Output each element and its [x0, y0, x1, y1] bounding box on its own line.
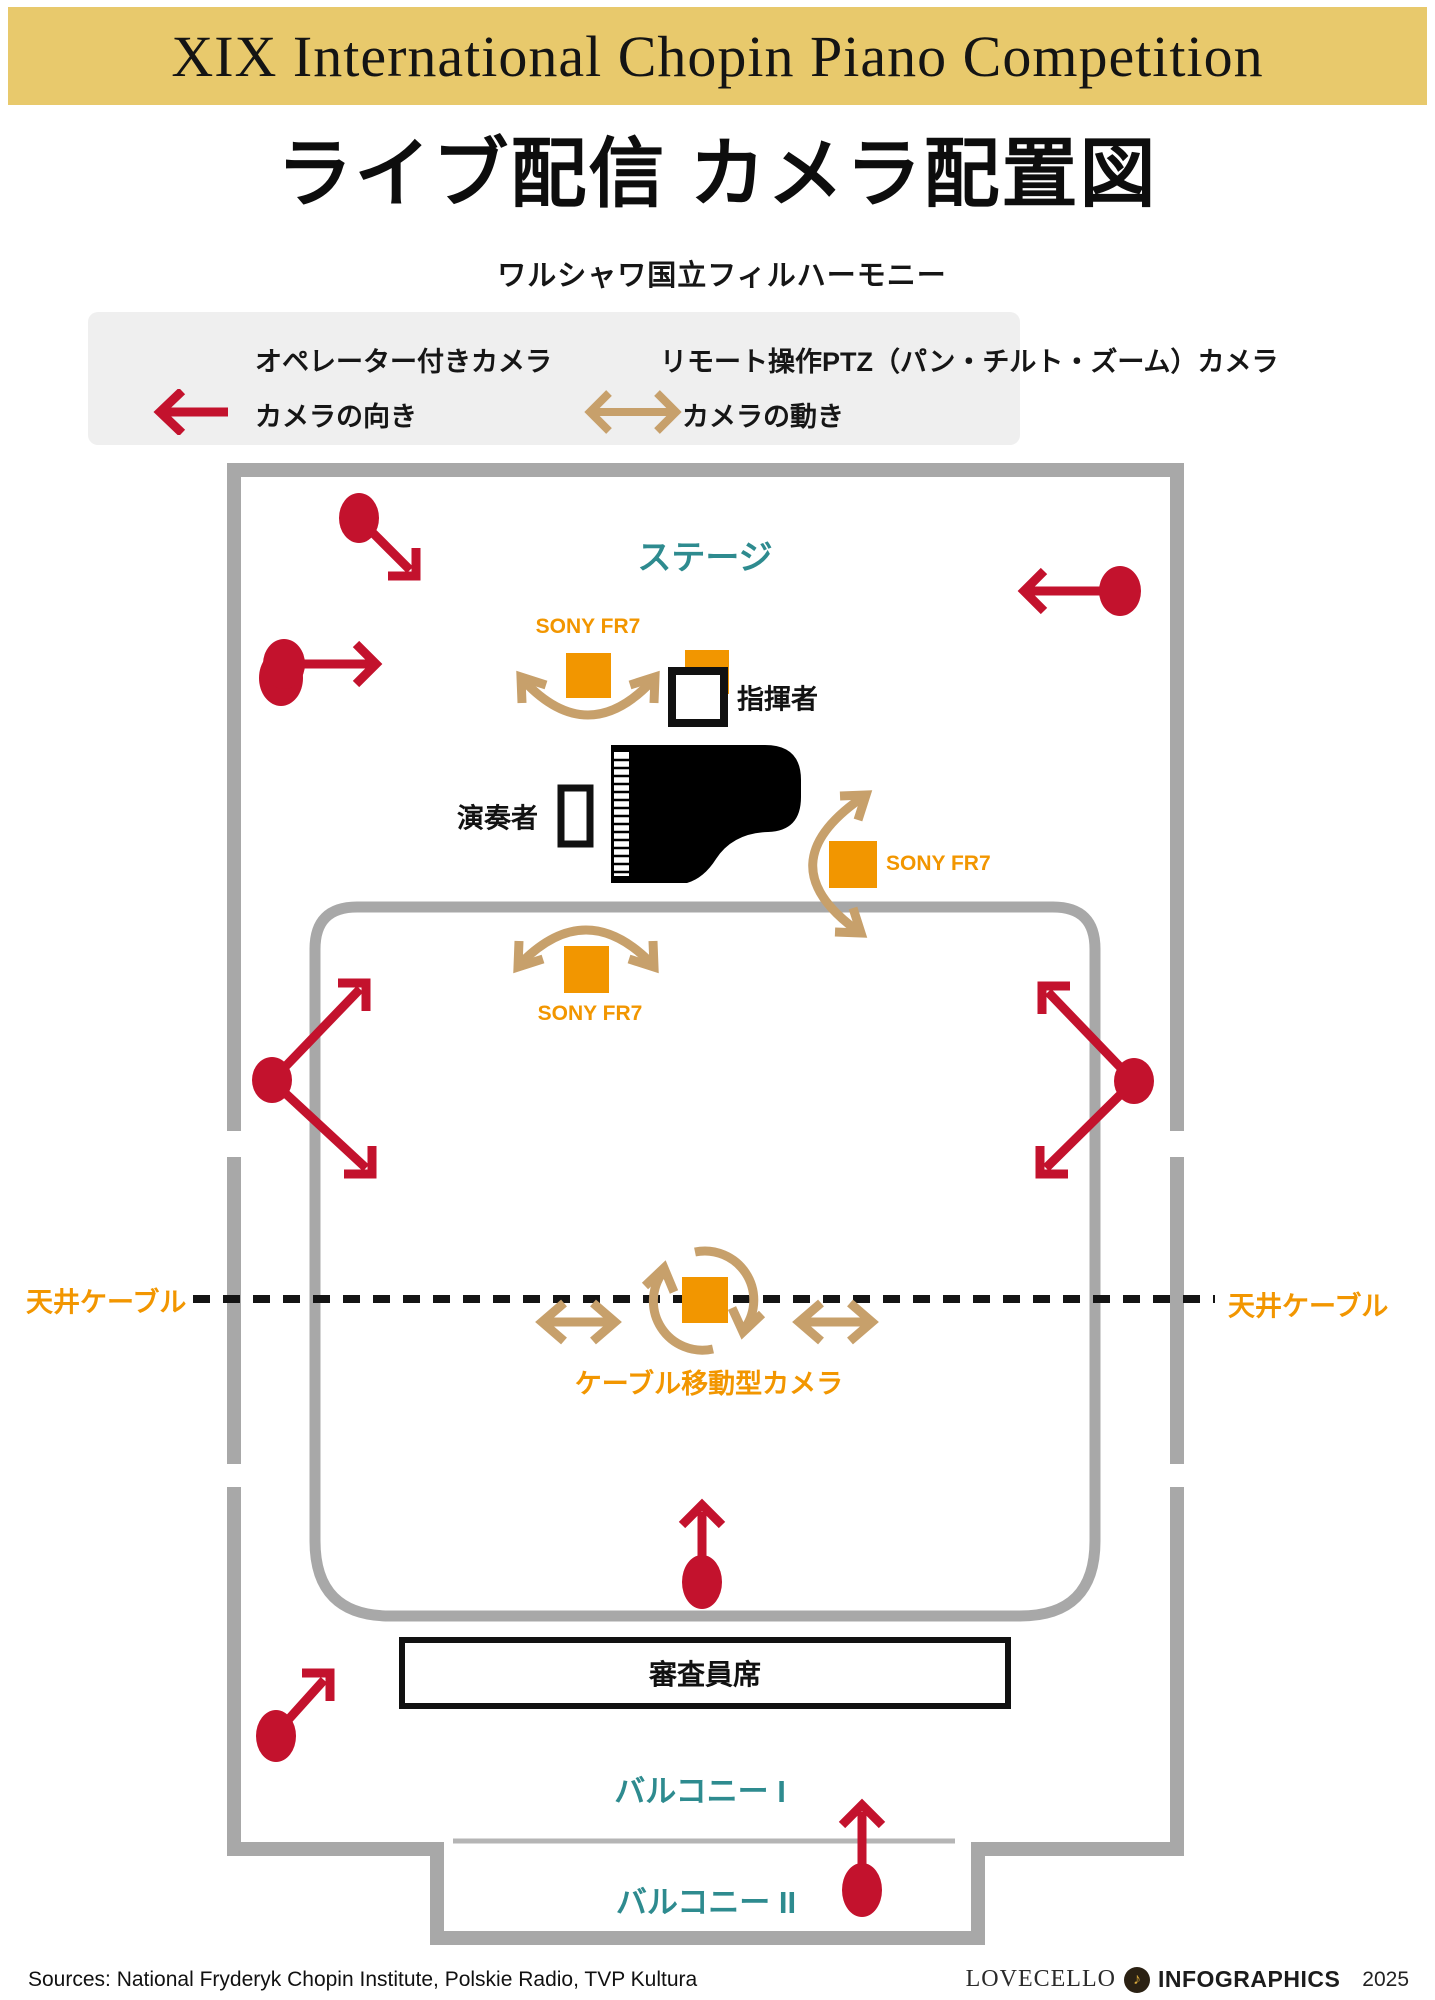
rotate-arc-cable-cam-2 — [648, 1269, 714, 1355]
banner: XIX International Chopin Piano Competiti… — [8, 7, 1427, 105]
brand-suffix: INFOGRAPHICS — [1157, 1966, 1341, 1992]
legend-ptz-camera-label: リモート操作PTZ（パン・チルト・ズーム）カメラ — [660, 347, 1279, 377]
operator-camera-mid-right — [1114, 1058, 1154, 1104]
inner-wall — [309, 901, 1101, 1622]
piano-icon — [611, 745, 801, 883]
ceiling-cable-label-right: 天井ケーブル — [1228, 1291, 1389, 1322]
pan-arc-top-ptz — [520, 677, 656, 720]
operator-cameras — [252, 493, 1154, 1917]
legend-camera-movement-label: カメラの動き — [682, 402, 844, 432]
brand-credit: LOVECELLO ♪ INFOGRAPHICS 2025 — [966, 1966, 1409, 1993]
outer-wall — [227, 463, 1184, 1945]
jury-seats-box: 審査員席 — [399, 1637, 1011, 1709]
cable-camera-label: ケーブル移動型カメラ — [574, 1369, 844, 1399]
brand-logo-icon: ♪ — [1123, 1966, 1150, 1993]
operator-camera-mid-left — [252, 1057, 292, 1103]
page-title: ライブ配信 カメラ配置図 — [276, 132, 1158, 217]
legend-operator-camera-label: オペレーター付きカメラ — [255, 347, 552, 377]
pan-arc-center-ptz — [518, 925, 654, 966]
brand-name: LOVECELLO — [965, 1966, 1116, 1992]
brand-year: 2025 — [1362, 1967, 1409, 1991]
conductor-box — [668, 667, 728, 727]
ptz-camera-top — [566, 653, 611, 698]
operator-camera-stage-left — [263, 639, 305, 689]
sony-fr7-label-top: SONY FR7 — [535, 615, 641, 638]
ptz-camera-center — [564, 946, 609, 993]
camera-movement-arrow-icon — [584, 390, 682, 434]
stage-label: ステージ — [637, 539, 773, 577]
operator-camera-top-left — [339, 493, 379, 543]
camera-direction-arrow-icon — [153, 389, 228, 435]
conductor-label: 指揮者 — [737, 684, 818, 715]
sources-text: Sources: National Fryderyk Chopin Instit… — [28, 1968, 698, 1991]
legend-camera-direction-label: カメラの向き — [255, 402, 417, 432]
sony-fr7-label-center: SONY FR7 — [537, 1002, 643, 1025]
operator-camera-balcony — [842, 1863, 882, 1917]
ptz-cameras — [564, 653, 877, 1323]
performer-box — [557, 784, 594, 848]
operator-camera-rear-left — [256, 1710, 296, 1762]
ptz-camera-right — [829, 841, 877, 888]
rotate-arc-cable-cam-1 — [694, 1246, 759, 1331]
cable-camera — [682, 1277, 728, 1323]
balcony-2-label: バルコニー II — [615, 1885, 797, 1920]
sony-fr7-label-right: SONY FR7 — [886, 852, 991, 875]
page-subtitle: ワルシャワ国立フィルハーモニー — [497, 260, 947, 292]
operator-camera-rear-center — [682, 1555, 722, 1609]
balcony-1-label: バルコニー I — [614, 1774, 786, 1809]
jury-seats-label: 審査員席 — [648, 1659, 761, 1690]
performer-label: 演奏者 — [457, 803, 538, 834]
camera-movement-marks — [513, 670, 879, 1355]
camera-direction-arrows — [280, 528, 1126, 1864]
operator-camera-top-right — [1099, 566, 1141, 616]
competition-title: XIX International Chopin Piano Competiti… — [171, 23, 1264, 89]
ceiling-cable-label-left: 天井ケーブル — [26, 1287, 187, 1318]
pan-arc-right-ptz — [808, 795, 863, 933]
